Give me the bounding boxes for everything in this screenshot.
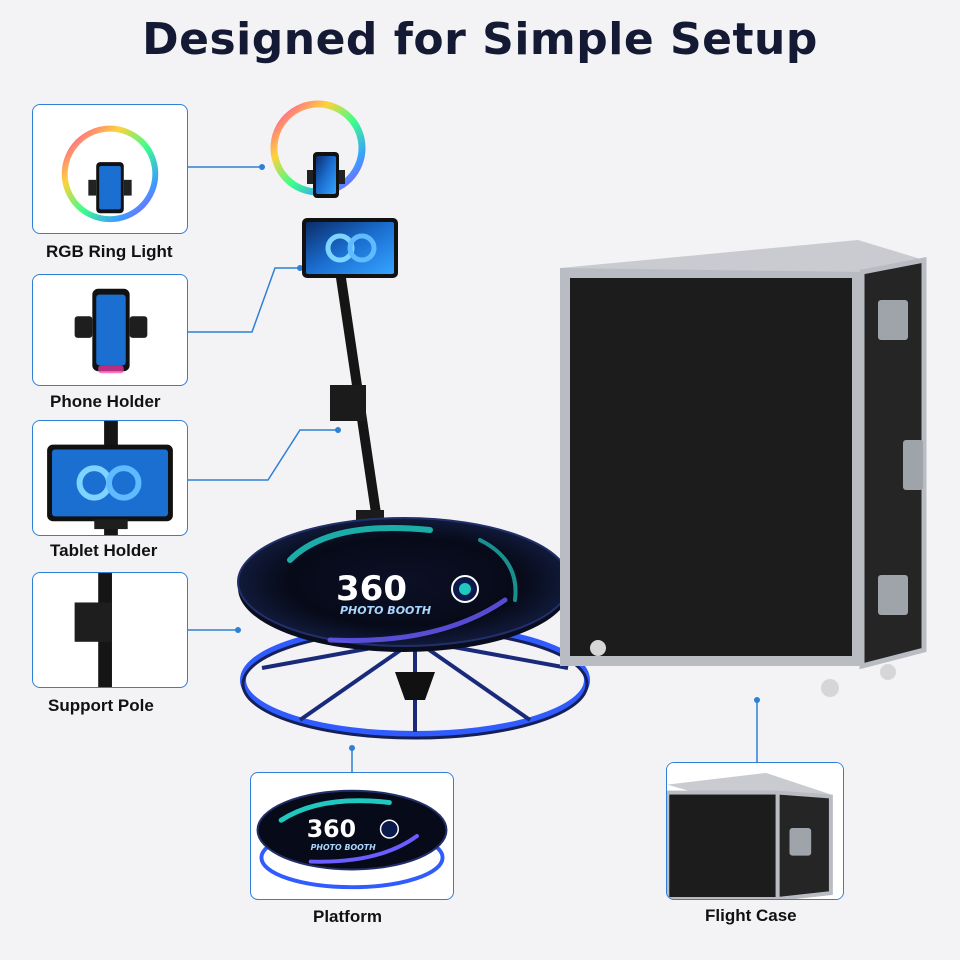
platform-icon: 360 PHOTO BOOTH (256, 789, 448, 890)
flight-case-icon (667, 763, 843, 899)
support-pole-label: Support Pole (48, 696, 154, 715)
page-title: Designed for Simple Setup (142, 14, 818, 65)
platform-logo-subtitle: PHOTO BOOTH (311, 843, 377, 852)
support-pole-card (32, 572, 188, 688)
flight-case-label: Flight Case (705, 906, 797, 925)
phone-holder-card (32, 274, 188, 386)
flight-case-card (666, 762, 844, 900)
platform-card: 360 PHOTO BOOTH (250, 772, 454, 900)
ring-light-card (32, 104, 188, 234)
platform-logo-number: 360 (307, 815, 356, 843)
phone-holder-icon (74, 288, 148, 374)
ring-light-icon (61, 125, 159, 223)
ring-light-label: RGB Ring Light (46, 242, 173, 261)
hero-logo-subtitle: PHOTO BOOTH (340, 604, 431, 617)
support-pole-icon (74, 573, 112, 687)
tablet-holder-label: Tablet Holder (50, 541, 158, 560)
hero-logo-number: 360 (336, 569, 407, 609)
phone-holder-label: Phone Holder (50, 392, 161, 411)
tablet-holder-card (32, 420, 188, 536)
platform-label: Platform (313, 907, 382, 926)
tablet-holder-icon (47, 421, 173, 535)
